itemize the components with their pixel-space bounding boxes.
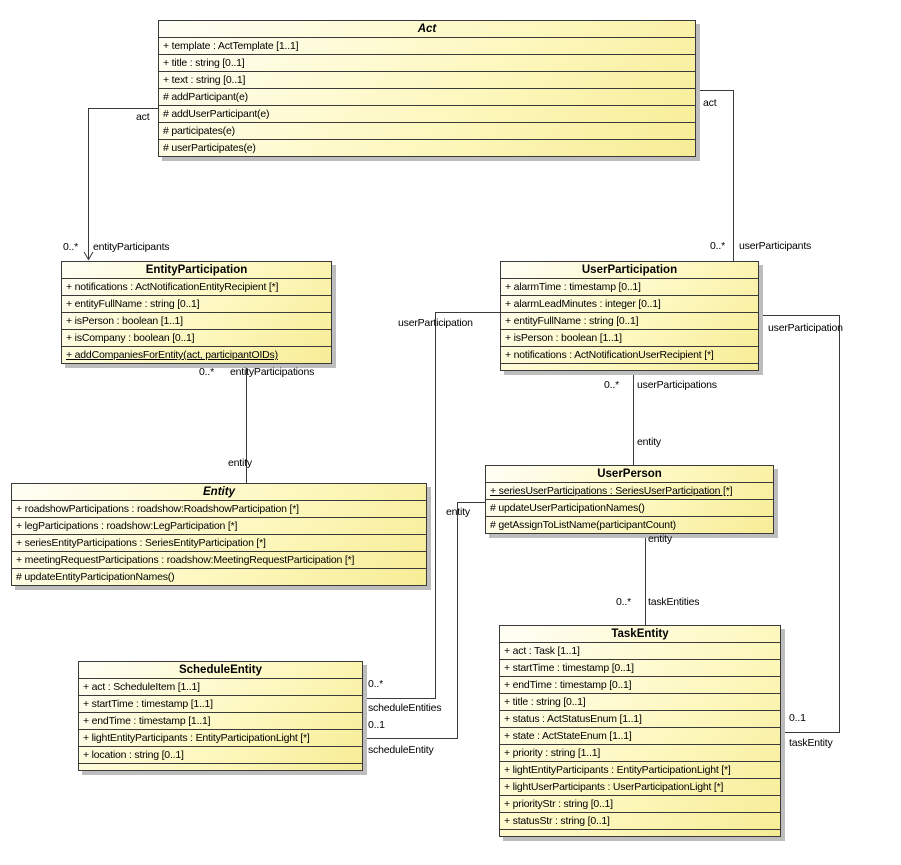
attribute-row: + status : ActStatusEnum [1..1] xyxy=(500,711,780,728)
role-label-entity-userperson-bottom: entity xyxy=(648,533,672,545)
attribute-row: + entityFullName : string [0..1] xyxy=(501,313,758,330)
operation-row: # addParticipant(e) xyxy=(159,89,695,106)
attribute-row: + title : string [0..1] xyxy=(159,55,695,72)
role-label-entityparticipants: entityParticipants xyxy=(93,241,170,253)
role-label-taskentities: taskEntities xyxy=(648,596,700,608)
role-label-scheduleentities: scheduleEntities xyxy=(368,702,442,714)
operations-compartment xyxy=(500,830,780,836)
class-name-act: Act xyxy=(159,21,695,38)
association-act-userparticipation xyxy=(696,90,734,261)
role-label-taskentity: taskEntity xyxy=(789,737,833,749)
attributes-compartment: + act : ScheduleItem [1..1]+ startTime :… xyxy=(79,679,362,764)
attribute-row: + title : string [0..1] xyxy=(500,694,780,711)
attributes-compartment: + alarmTime : timestamp [0..1]+ alarmLea… xyxy=(501,279,758,364)
attribute-row: + entityFullName : string [0..1] xyxy=(62,296,331,313)
multiplicity-taskentity: 0..1 xyxy=(789,712,806,724)
class-node-act[interactable]: Act+ template : ActTemplate [1..1]+ titl… xyxy=(158,20,696,157)
association-act-entityparticipation xyxy=(88,108,158,259)
role-label-userparticipation-left: userParticipation xyxy=(398,317,473,329)
class-name-scheduleEntity: ScheduleEntity xyxy=(79,662,362,679)
role-label-act-left: act xyxy=(136,111,150,123)
attribute-row: + roadshowParticipations : roadshow:Road… xyxy=(12,501,426,518)
attributes-compartment: + roadshowParticipations : roadshow:Road… xyxy=(12,501,426,569)
role-label-act-right: act xyxy=(703,97,717,109)
role-label-userparticipations: userParticipations xyxy=(637,379,717,391)
attribute-row: + priorityStr : string [0..1] xyxy=(500,796,780,813)
attribute-row: + legParticipations : roadshow:LegPartic… xyxy=(12,518,426,535)
operation-row: # addUserParticipant(e) xyxy=(159,106,695,123)
role-label-entity-left: entity xyxy=(228,457,252,469)
operations-compartment xyxy=(79,764,362,770)
arrowhead-entityparticipants xyxy=(83,251,94,261)
attributes-compartment: + template : ActTemplate [1..1]+ title :… xyxy=(159,38,695,89)
attribute-row: + endTime : timestamp [1..1] xyxy=(79,713,362,730)
multiplicity-taskentities: 0..* xyxy=(616,596,631,608)
attribute-row: + priority : string [1..1] xyxy=(500,745,780,762)
role-label-entityparticipations: entityParticipations xyxy=(230,366,315,378)
class-name-taskEntity: TaskEntity xyxy=(500,626,780,643)
role-label-scheduleentity: scheduleEntity xyxy=(368,744,434,756)
attribute-row: + lightEntityParticipants : EntityPartic… xyxy=(500,762,780,779)
operation-row: # participates(e) xyxy=(159,123,695,140)
attribute-row: + lightUserParticipants : UserParticipat… xyxy=(500,779,780,796)
class-name-userPerson: UserPerson xyxy=(486,466,773,483)
class-name-userParticipation: UserParticipation xyxy=(501,262,758,279)
operation-row: # updateEntityParticipationNames() xyxy=(16,571,175,583)
attribute-row: + startTime : timestamp [0..1] xyxy=(500,660,780,677)
attribute-row: + location : string [0..1] xyxy=(79,747,362,764)
attribute-row: + startTime : timestamp [1..1] xyxy=(79,696,362,713)
class-name-entityParticipation: EntityParticipation xyxy=(62,262,331,279)
attribute-row: + isPerson : boolean [1..1] xyxy=(62,313,331,330)
multiplicity-scheduleentities: 0..* xyxy=(368,678,383,690)
operations-compartment: + addCompaniesForEntity(act, participant… xyxy=(62,347,331,363)
multiplicity-userparticipations: 0..* xyxy=(604,379,619,391)
class-node-entity[interactable]: Entity+ roadshowParticipations : roadsho… xyxy=(11,483,427,586)
operations-compartment: # updateUserParticipationNames() # getAss… xyxy=(486,500,773,533)
class-node-entityParticipation[interactable]: EntityParticipation+ notifications : Act… xyxy=(61,261,332,364)
attribute-row: + alarmLeadMinutes : integer [0..1] xyxy=(501,296,758,313)
class-node-userParticipation[interactable]: UserParticipation+ alarmTime : timestamp… xyxy=(500,261,759,371)
attribute-row: + notifications : ActNotificationEntityR… xyxy=(62,279,331,296)
role-label-entity-schedule: entity xyxy=(446,506,470,518)
attributes-compartment: + notifications : ActNotificationEntityR… xyxy=(62,279,331,347)
attribute-row: + template : ActTemplate [1..1] xyxy=(159,38,695,55)
operations-compartment: # updateEntityParticipationNames() xyxy=(12,569,426,585)
operations-compartment: # addParticipant(e)# addUserParticipant(… xyxy=(159,89,695,156)
attribute-row: + statusStr : string [0..1] xyxy=(500,813,780,830)
attribute-row: + isCompany : boolean [0..1] xyxy=(62,330,331,347)
operation-row: # getAssignToListName(participantCount) xyxy=(490,519,676,531)
operation-row: # userParticipates(e) xyxy=(163,142,256,154)
attribute-row: + isPerson : boolean [1..1] xyxy=(501,330,758,347)
attribute-row: + seriesUserParticipations : SeriesUserP… xyxy=(486,483,773,500)
operation-row: # updateUserParticipationNames() xyxy=(486,500,773,517)
multiplicity-entityparticipations: 0..* xyxy=(199,366,214,378)
attribute-row: + state : ActStateEnum [1..1] xyxy=(500,728,780,745)
role-label-userparticipation-right: userParticipation xyxy=(768,322,843,334)
class-node-scheduleEntity[interactable]: ScheduleEntity+ act : ScheduleItem [1..1… xyxy=(78,661,363,771)
attribute-row: + alarmTime : timestamp [0..1] xyxy=(501,279,758,296)
operations-compartment xyxy=(501,364,758,370)
attribute-row: + endTime : timestamp [0..1] xyxy=(500,677,780,694)
attribute-row: + act : Task [1..1] xyxy=(500,643,780,660)
class-node-taskEntity[interactable]: TaskEntity+ act : Task [1..1]+ startTime… xyxy=(499,625,781,837)
role-label-entity-userperson-top: entity xyxy=(637,436,661,448)
attribute-row: + text : string [0..1] xyxy=(159,72,695,89)
role-label-userparticipants: userParticipants xyxy=(739,240,812,252)
attributes-compartment: + act : Task [1..1]+ startTime : timesta… xyxy=(500,643,780,830)
class-name-entity: Entity xyxy=(12,484,426,501)
operation-row: + addCompaniesForEntity(act, participant… xyxy=(66,349,278,361)
class-node-userPerson[interactable]: UserPerson+ seriesUserParticipations : S… xyxy=(485,465,774,534)
attribute-row: + lightEntityParticipants : EntityPartic… xyxy=(79,730,362,747)
multiplicity-entityparticipants: 0..* xyxy=(63,241,78,253)
multiplicity-userparticipants: 0..* xyxy=(710,240,725,252)
attribute-row: + notifications : ActNotificationUserRec… xyxy=(501,347,758,364)
attributes-compartment: + seriesUserParticipations : SeriesUserP… xyxy=(486,483,773,500)
attribute-row: + meetingRequestParticipations : roadsho… xyxy=(12,552,426,569)
multiplicity-scheduleentity: 0..1 xyxy=(368,719,385,731)
attribute-row: + act : ScheduleItem [1..1] xyxy=(79,679,362,696)
attribute-row: + seriesEntityParticipations : SeriesEnt… xyxy=(12,535,426,552)
